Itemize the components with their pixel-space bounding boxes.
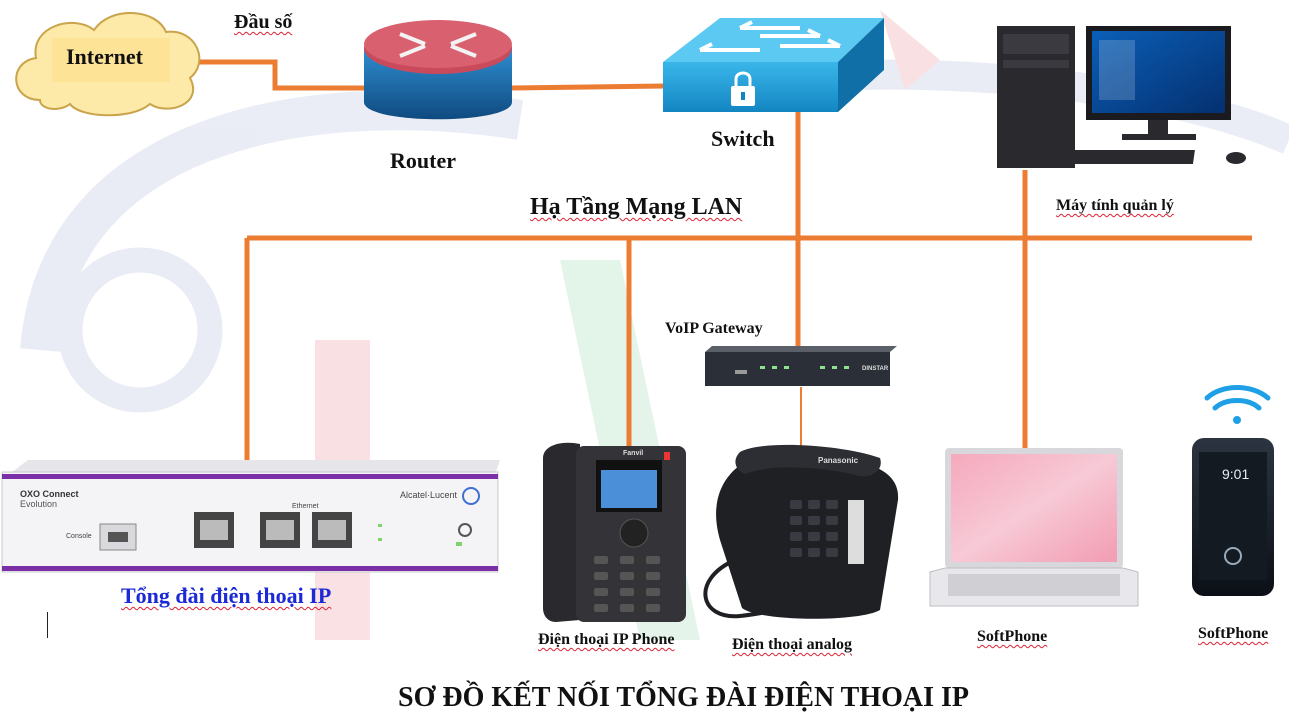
internet-cloud-icon <box>15 12 201 117</box>
analog-phone-brand: Panasonic <box>818 456 859 465</box>
pbx-ethernet-label: Ethernet <box>292 503 319 510</box>
footer-title: SƠ ĐỒ KẾT NỐI TỔNG ĐÀI ĐIỆN THOẠI IP <box>398 682 970 713</box>
network-cables <box>197 59 1252 462</box>
router-icon <box>364 20 512 120</box>
switch-icon <box>663 18 884 112</box>
softphone-mobile-label: SoftPhone <box>1198 625 1269 642</box>
admin-pc-label: Máy tính quản lý <box>1056 197 1174 214</box>
ip-pbx-device-icon <box>1 460 500 573</box>
lan-label: Hạ Tầng Mạng LAN <box>530 194 743 220</box>
gateway-brand: DINSTAR <box>862 366 889 372</box>
mobile-time: 9:01 <box>1222 466 1250 482</box>
lock-icon <box>731 71 755 106</box>
analog-phone-icon <box>703 444 899 619</box>
mobile-phone-icon <box>1192 438 1274 596</box>
pbx-console-label: Console <box>66 533 92 540</box>
internet-label: Internet <box>66 44 143 69</box>
ip-phone-label: Điện thoại IP Phone <box>538 631 675 648</box>
analog-phone-label: Điện thoại analog <box>732 636 853 653</box>
laptop-icon <box>929 448 1139 607</box>
admin-pc-icon <box>997 26 1246 168</box>
switch-label: Switch <box>711 126 775 151</box>
ip-pbx-label: Tổng đài điện thoại IP <box>121 583 332 608</box>
voip-gateway-label: VoIP Gateway <box>665 320 763 337</box>
router-label: Router <box>390 148 456 173</box>
wifi-icon <box>1204 385 1271 424</box>
pbx-vendor: Alcatel·Lucent <box>400 490 458 500</box>
ip-phone-icon <box>543 442 686 622</box>
cable-router-switch <box>511 83 666 91</box>
isp-number-label: Đầu số <box>234 11 293 33</box>
pbx-brand-line2: Evolution <box>20 499 58 509</box>
softphone-laptop-label: SoftPhone <box>977 628 1048 645</box>
pbx-brand-line1: OXO Connect <box>20 489 79 499</box>
cable-internet-router <box>197 59 365 91</box>
ip-phone-brand: Fanvil <box>623 450 644 457</box>
voip-gateway-icon <box>705 346 897 386</box>
text-cursor <box>47 612 48 638</box>
